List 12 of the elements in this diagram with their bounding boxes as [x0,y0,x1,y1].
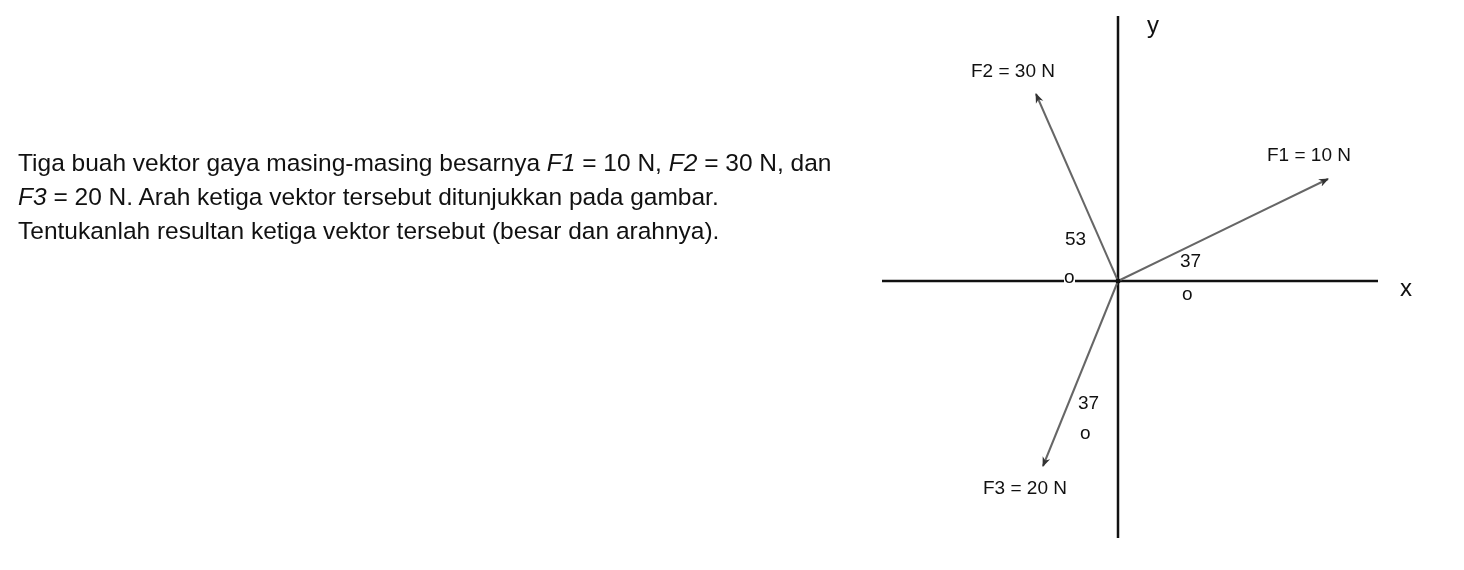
axis-label: x [1400,277,1412,299]
angle-label: 37 [1180,250,1202,272]
angle-label: 37 [1078,392,1100,414]
angle-label: 53 [1065,228,1087,250]
degree-sign: o [1064,270,1075,284]
force-label: F2 = 30 N [971,60,1055,82]
degree-sign: o [1080,422,1091,444]
question-text: Tiga buah vektor gaya masing-masing besarnya F1 = 10 N, F2 = 30 N, dan F3 = 20 N. Arah ketiga vektor tersebut ditunjukkan pada gambar. Tentukanlah resultan ketiga vektor tersebut (besar dan arahnya). [18,148,833,246]
force-label: F3 = 20 N [983,477,1067,499]
force-label: F1 = 10 N [1267,144,1351,166]
axis-label: y [1147,14,1159,36]
degree-sign: o [1182,283,1193,305]
